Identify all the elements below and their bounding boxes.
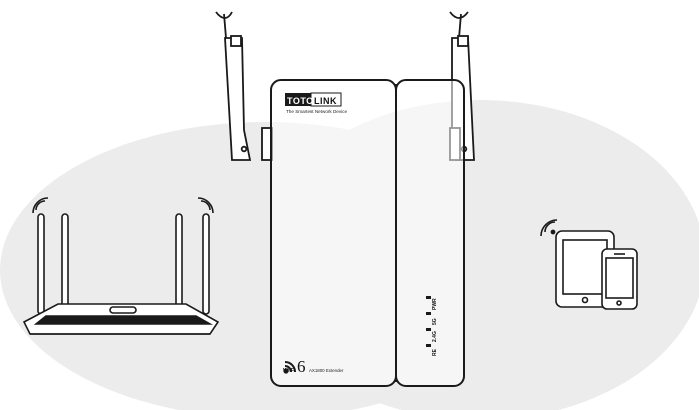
- router-icon: [22, 197, 220, 335]
- client-wifi-waves: [540, 219, 558, 237]
- brand-tagline: The Smartest Network Device: [286, 109, 348, 114]
- wifi-6-icon: [283, 361, 296, 374]
- tablet-icon: [555, 230, 615, 308]
- wifi-word-label: Wi-Fi: [283, 368, 296, 374]
- range-extender: [270, 79, 465, 387]
- extender-left-antenna: [215, 11, 273, 161]
- led-label-pwr: PWR: [432, 298, 438, 310]
- led-label-re: RE: [432, 349, 438, 356]
- model-label: AX1800 Extender: [309, 368, 344, 373]
- logo-box: [285, 93, 311, 106]
- brand-logo-part1: TOTO: [287, 96, 314, 106]
- brand-logo-part2: LINK: [314, 96, 337, 106]
- led-label-5g: 5G: [432, 318, 438, 325]
- wifi-generation-label: 6: [297, 357, 306, 376]
- logo-box-outline: [310, 92, 342, 107]
- led-indicators: [426, 296, 431, 347]
- smartphone-icon: [601, 248, 638, 310]
- led-label-24g: 2.4G: [432, 331, 438, 342]
